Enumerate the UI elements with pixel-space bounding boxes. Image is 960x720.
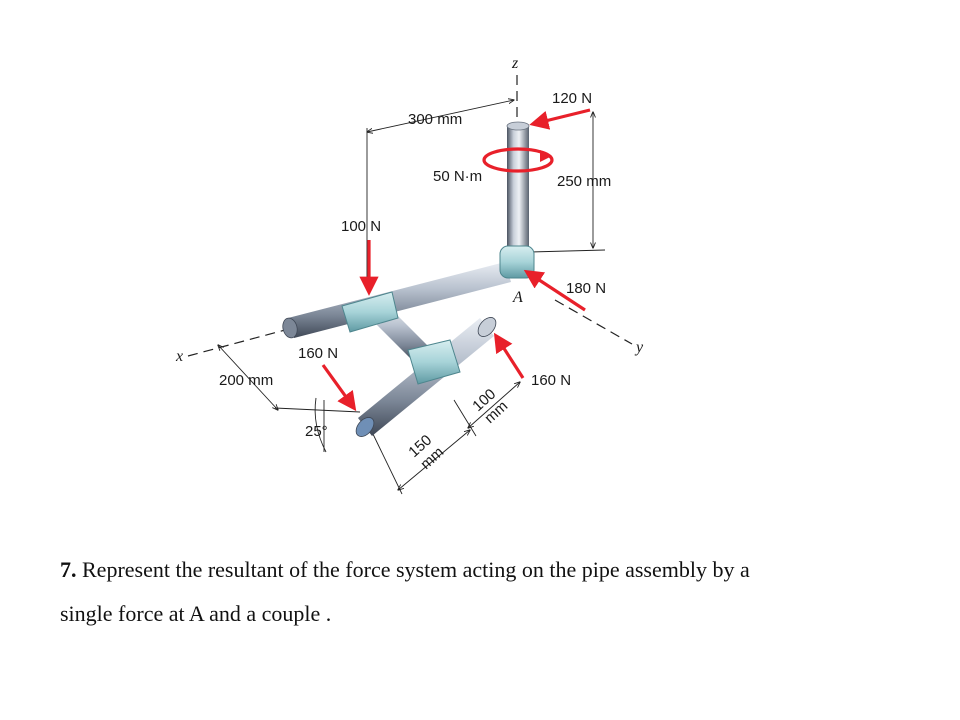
- force-120N-arrow: [529, 108, 591, 130]
- couple-arrowhead: [540, 150, 552, 162]
- problem-text-line-2: single force at A and a couple .: [60, 601, 332, 626]
- point-A-label: A: [512, 289, 523, 306]
- dim-150-line: [398, 430, 470, 490]
- dim-300-line: [367, 100, 514, 132]
- pipe-assembly-figure: z x y 120 N 30: [175, 55, 644, 495]
- tee-fitting-lower: [407, 339, 461, 385]
- problem-text-line-1: Represent the resultant of the force sys…: [82, 557, 750, 582]
- y-axis: [554, 299, 633, 345]
- force-180N-arrow: [523, 269, 586, 312]
- pipe-vertical: [506, 121, 530, 253]
- x-axis-label: x: [175, 348, 183, 365]
- label-180N: 180 N: [566, 280, 606, 297]
- label-300mm: 300 mm: [408, 111, 462, 128]
- label-250mm: 250 mm: [557, 173, 611, 190]
- dim-200-line: [218, 345, 278, 410]
- label-50Nm: 50 N·m: [433, 168, 482, 185]
- tee-fitting-upper: [341, 291, 399, 333]
- label-25deg: 25°: [305, 423, 328, 440]
- x-axis: [187, 329, 286, 357]
- label-100N: 100 N: [341, 218, 381, 235]
- label-120N: 120 N: [552, 90, 592, 107]
- dim-150-ext-a: [371, 431, 403, 495]
- z-axis-label: z: [511, 55, 519, 72]
- problem-number: 7.: [60, 557, 77, 582]
- force-160N-left-arrow: [321, 364, 357, 412]
- label-160N-left: 160 N: [298, 345, 338, 362]
- pipe-main-horizontal: [282, 262, 511, 339]
- label-160N-right: 160 N: [531, 372, 571, 389]
- force-160N-right-arrow: [493, 332, 525, 379]
- problem-line-1: 7. Represent the resultant of the force …: [60, 548, 920, 592]
- dim-200-ext: [274, 407, 361, 413]
- label-200mm: 200 mm: [219, 372, 273, 389]
- y-axis-label: y: [634, 339, 644, 356]
- dim-250-ext-bottom: [529, 249, 606, 253]
- problem-statement: 7. Represent the resultant of the force …: [60, 548, 920, 636]
- couple-50Nm-arrow: [482, 147, 554, 173]
- dim-150-ext-b: [453, 399, 477, 437]
- dim-100-line: [468, 382, 520, 428]
- angle-25-arc: [314, 397, 327, 453]
